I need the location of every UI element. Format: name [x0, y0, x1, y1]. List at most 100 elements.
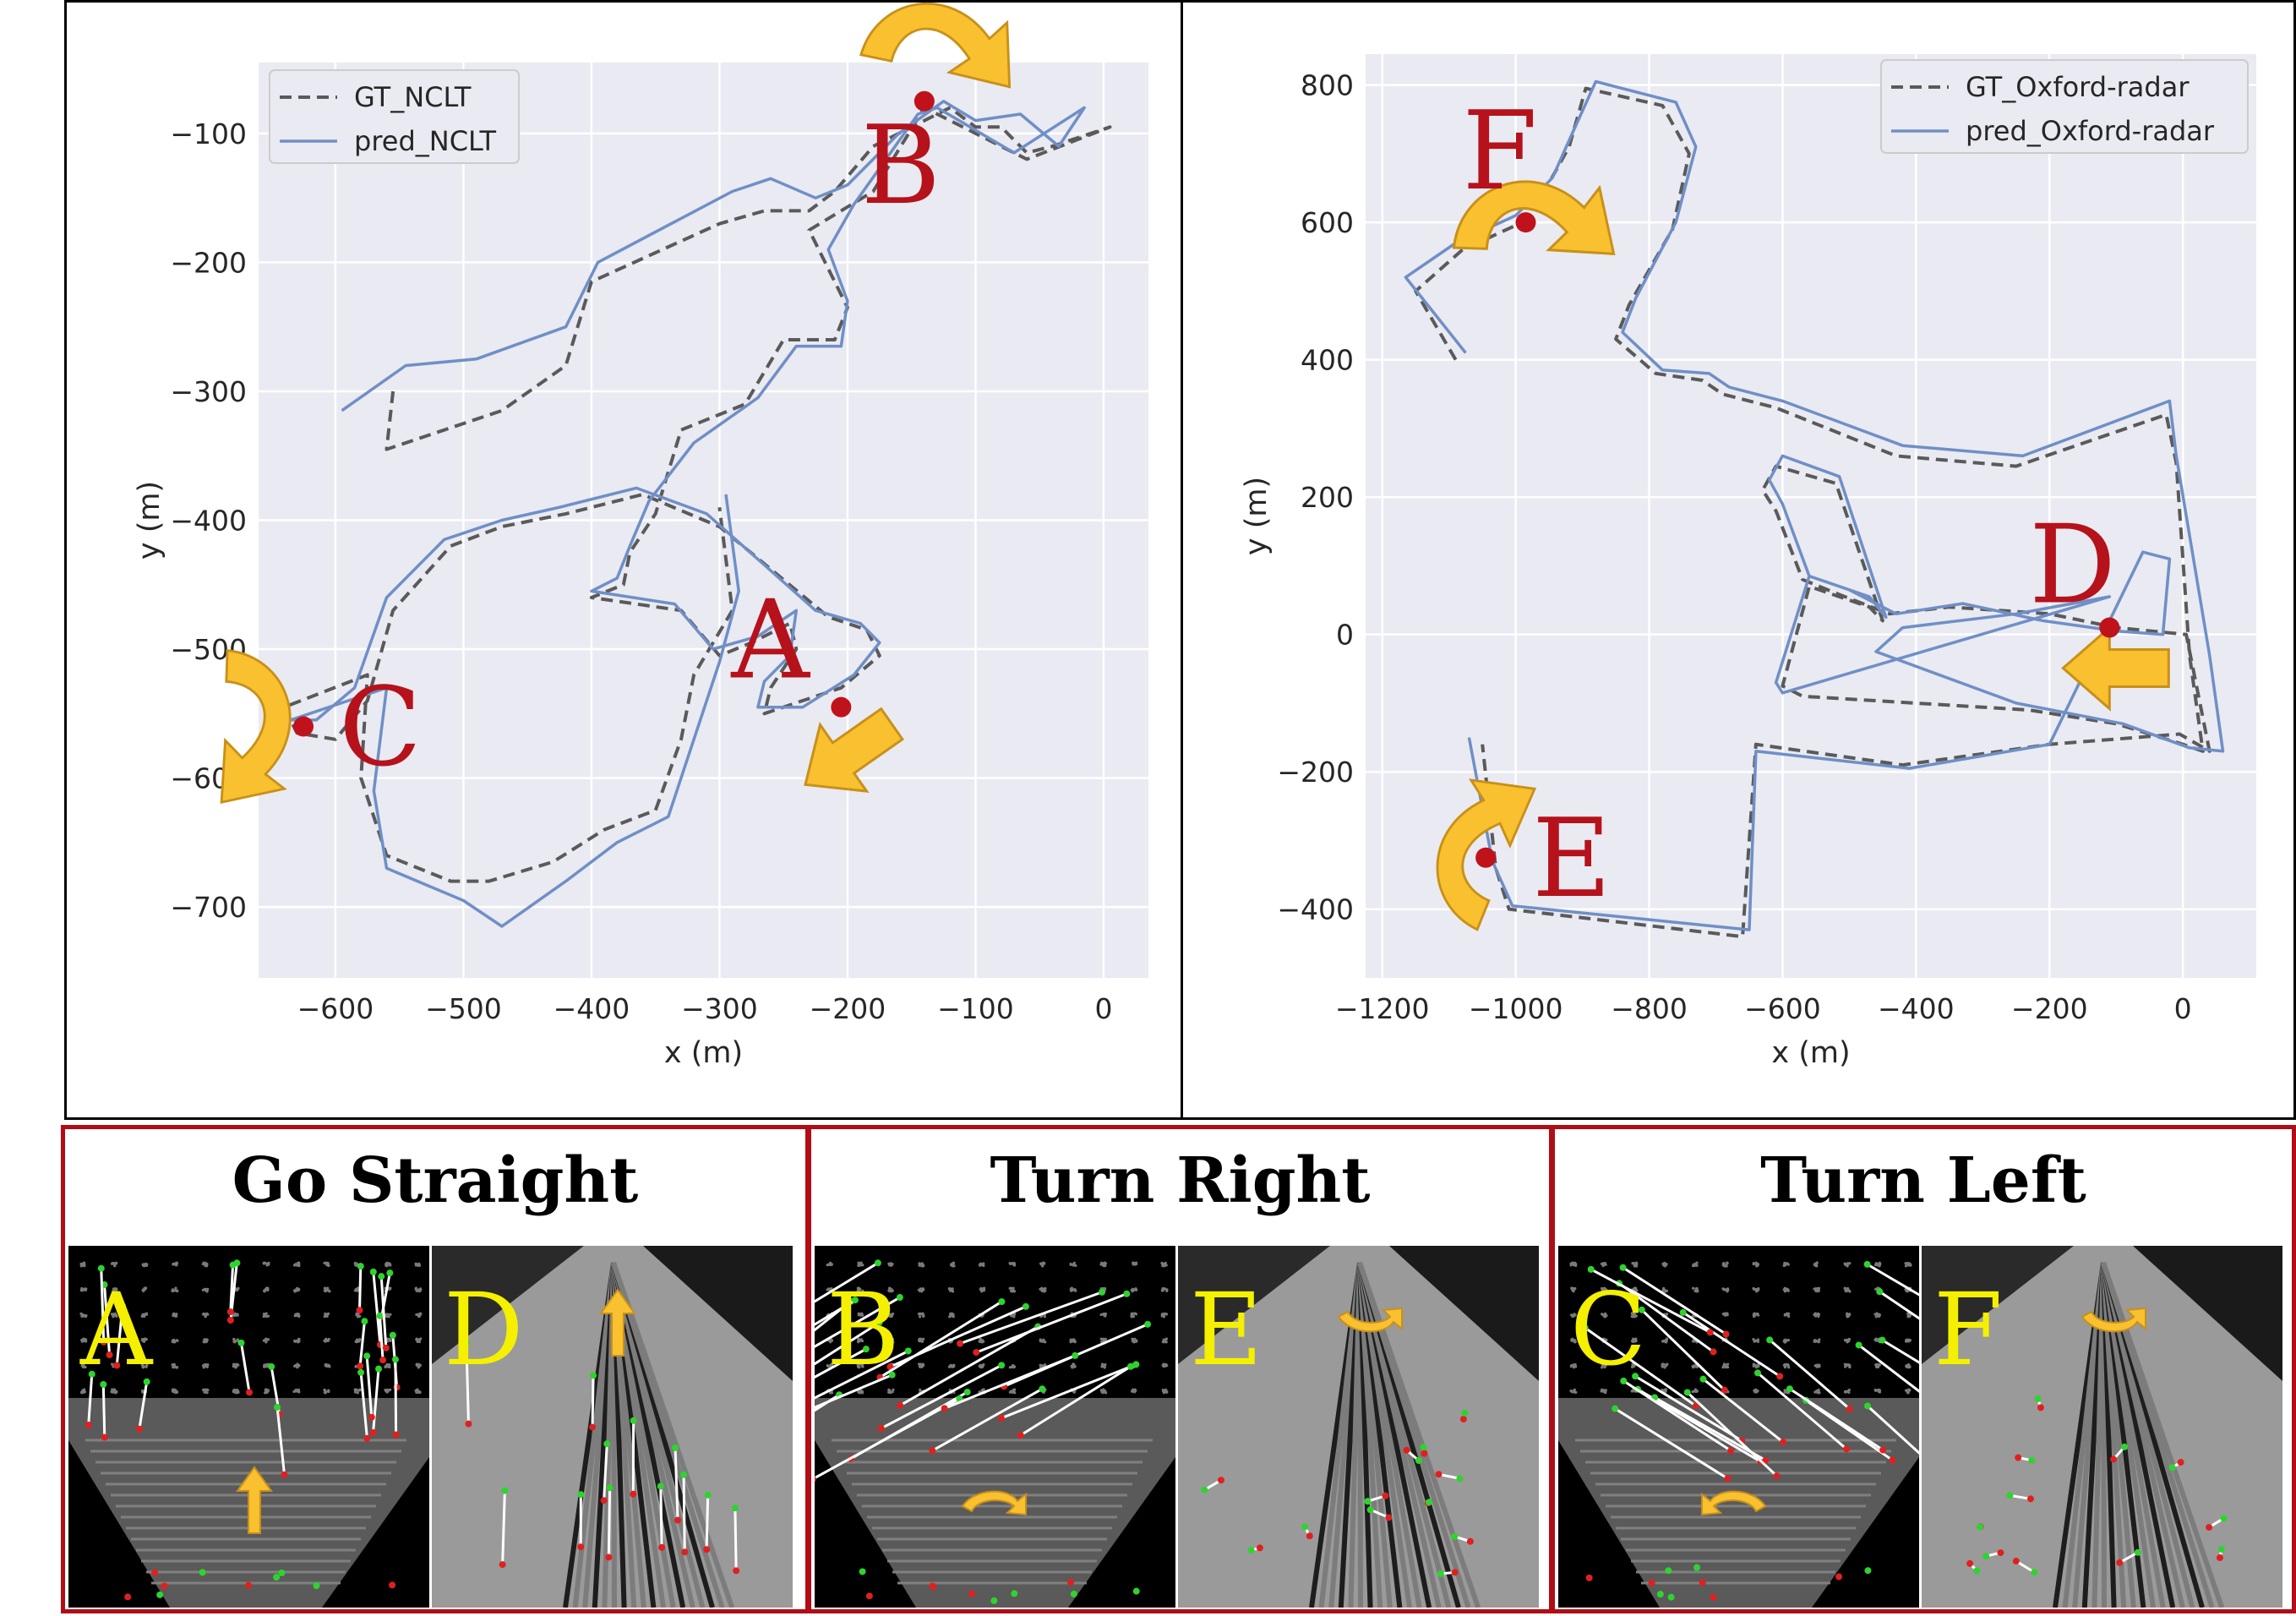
feature-match-line: [2119, 1551, 2139, 1564]
x-tick-label: −400: [554, 992, 630, 1025]
feature-match-line: [239, 1342, 251, 1393]
bev-image-c: C: [1558, 1246, 1919, 1608]
keypoint: [273, 1574, 281, 1581]
x-tick-label: −200: [2011, 992, 2088, 1025]
ground-area: [815, 1398, 1175, 1608]
keypoint: [389, 1581, 396, 1589]
keypoint: [100, 1338, 107, 1346]
feature-match-line: [101, 1384, 106, 1438]
feature-match-line: [100, 1268, 106, 1342]
feature-match-line: [815, 1298, 856, 1326]
keypoint: [2037, 1404, 2044, 1411]
y-tick-label: 0: [1336, 619, 1354, 652]
keypoint: [2012, 1558, 2020, 1565]
keypoint: [941, 1405, 948, 1412]
feature-match-line: [603, 1444, 608, 1501]
keypoint: [361, 1318, 368, 1325]
x-tick-label: −800: [1611, 992, 1688, 1025]
feature-match-line: [815, 1397, 961, 1480]
keypoint: [929, 1582, 936, 1590]
keypoint: [815, 1476, 816, 1482]
keypoint: [859, 1568, 866, 1575]
keypoint: [1123, 1290, 1131, 1297]
keypoint: [124, 1593, 132, 1601]
feature-match-line: [1682, 1311, 1781, 1378]
ground-area: [1558, 1398, 1919, 1608]
radar-image-f: F: [1922, 1246, 2282, 1608]
y-tick-label: 600: [1301, 206, 1354, 239]
annotation-b: B: [859, 2, 1012, 229]
keypoint: [1876, 1288, 1884, 1296]
legend-box: [1880, 59, 2249, 154]
feature-match-line: [1622, 1266, 1727, 1335]
keypoint: [1693, 1564, 1701, 1571]
point-label-d: D: [2029, 503, 2116, 629]
keypoint: [1451, 1532, 1459, 1540]
keypoint: [1039, 1385, 1046, 1393]
feature-match-line: [1001, 1362, 1137, 1420]
x-tick-label: −600: [1744, 992, 1821, 1025]
keypoint: [1710, 1593, 1717, 1601]
keypoint: [896, 1294, 903, 1302]
turn-arrow-icon: [1337, 1307, 1403, 1333]
keypoint: [1780, 1439, 1787, 1446]
keypoint: [392, 1431, 400, 1439]
keypoint: [1581, 1324, 1589, 1332]
keypoint: [356, 1307, 363, 1314]
feature-match-line: [379, 1276, 388, 1348]
feature-match-line: [359, 1372, 368, 1439]
turn-right-panel: Turn Right B E: [807, 1125, 1553, 1613]
keypoint: [963, 1389, 971, 1396]
keypoint: [1011, 1590, 1018, 1597]
feature-match-line: [815, 1262, 879, 1303]
keypoint: [1724, 1475, 1732, 1482]
keypoint: [1879, 1446, 1887, 1454]
keypoint: [886, 1363, 894, 1371]
feature-match-line: [607, 1488, 612, 1558]
feature-match-line: [1614, 1407, 1729, 1480]
turn-arrow-icon: [859, 2, 1012, 89]
thumb-label-d: D: [444, 1271, 524, 1388]
keypoint: [1619, 1264, 1627, 1271]
keypoint: [1466, 1537, 1474, 1545]
keypoint: [363, 1434, 371, 1442]
keypoint: [1461, 1409, 1469, 1417]
feature-match-line: [1881, 1339, 1919, 1364]
feature-match-line: [591, 1375, 595, 1428]
keypoint: [1144, 1320, 1152, 1328]
turn-right-title: Turn Right: [990, 1144, 1371, 1217]
feature-match-line: [1637, 1388, 1762, 1463]
keypoint: [161, 1582, 168, 1590]
keypoint: [1247, 1547, 1255, 1554]
position-marker: [293, 716, 314, 737]
keypoint: [1754, 1369, 1762, 1377]
turn-right-arrow-icon: [961, 1490, 1027, 1516]
keypoint: [274, 1403, 281, 1411]
y-tick-label: −400: [1277, 893, 1354, 926]
keypoint: [1973, 1567, 1981, 1575]
keypoint: [2206, 1524, 2213, 1531]
y-tick-label: −200: [1277, 756, 1354, 789]
keypoint: [1863, 1260, 1871, 1268]
keypoint: [1425, 1499, 1432, 1506]
keypoint: [2120, 1443, 2128, 1450]
feature-match-line: [705, 1494, 710, 1550]
annotation-c: C: [220, 648, 422, 805]
keypoint: [1846, 1405, 1853, 1412]
keypoint: [1706, 1329, 1714, 1336]
keypoint: [577, 1543, 585, 1551]
thumb-label-a: A: [80, 1271, 153, 1388]
keypoint: [2031, 1569, 2038, 1576]
feature-match-line: [944, 1354, 1076, 1410]
keypoint: [1132, 1361, 1140, 1368]
keypoint: [973, 1349, 980, 1357]
position-marker: [831, 696, 852, 718]
keypoint: [1667, 1593, 1675, 1601]
keypoint: [1762, 1456, 1770, 1464]
keypoint: [1217, 1477, 1224, 1484]
keypoint: [97, 1264, 105, 1272]
keypoint: [680, 1471, 688, 1478]
keypoint: [226, 1316, 234, 1324]
keypoint: [1364, 1498, 1372, 1505]
